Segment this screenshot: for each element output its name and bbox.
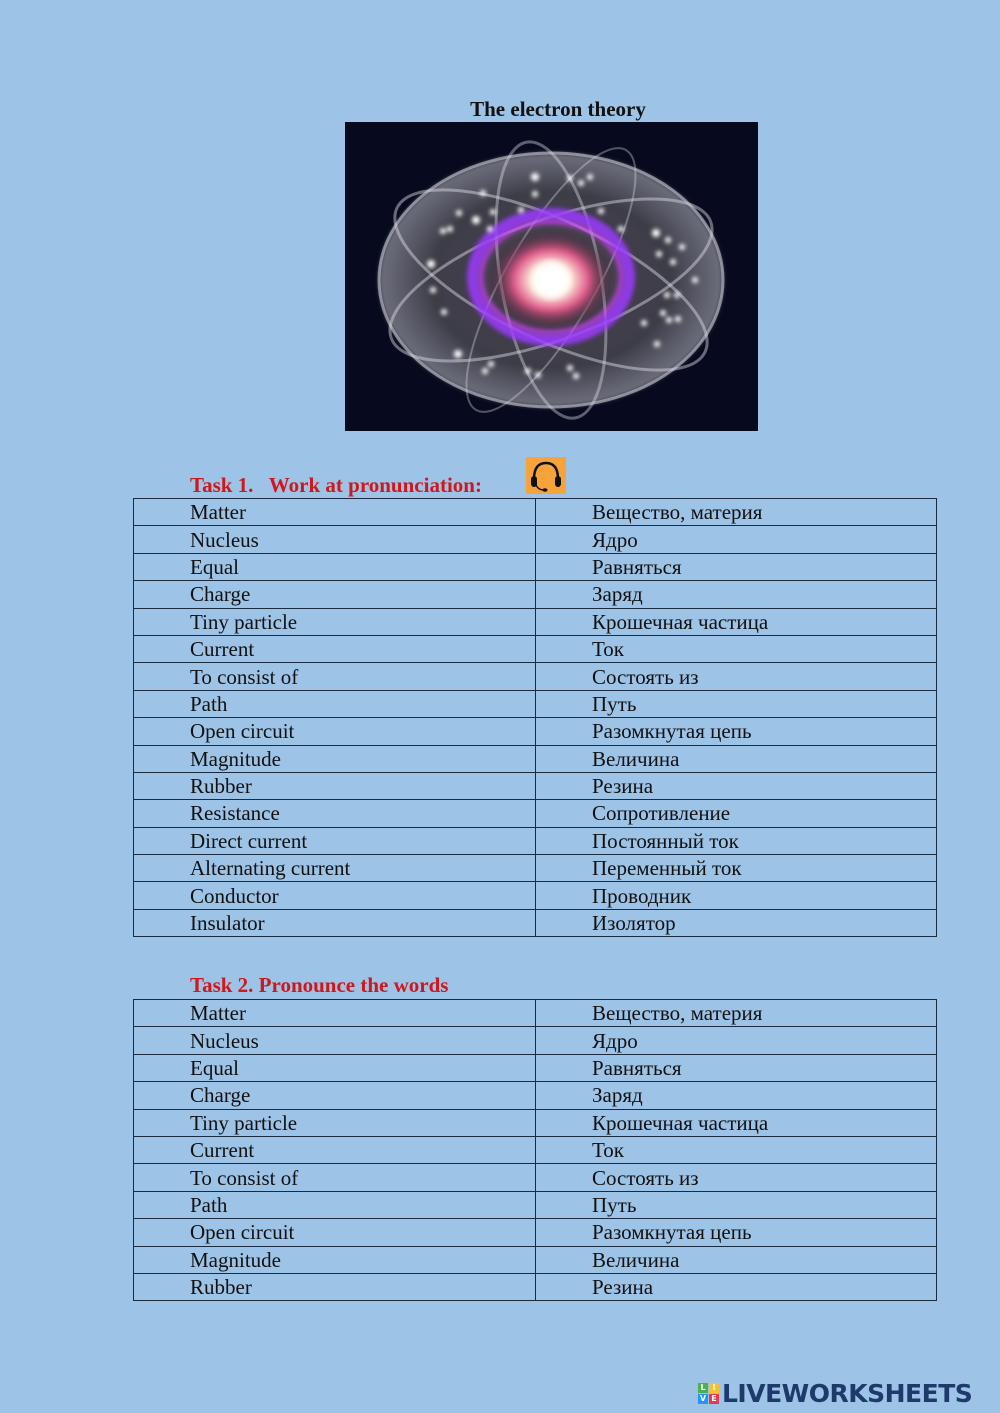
russian-translation: Ток <box>535 634 937 664</box>
english-term: Magnitude <box>133 744 536 773</box>
brand-name: LIVEWORKSHEETS <box>722 1378 973 1408</box>
english-term: Current <box>133 634 536 664</box>
russian-translation: Разомкнутая цепь <box>535 1218 937 1247</box>
russian-translation: Резина <box>535 1272 937 1302</box>
russian-translation: Вещество, материя <box>535 497 937 527</box>
english-term: Equal <box>133 1053 536 1083</box>
english-term: Tiny particle <box>133 1108 536 1137</box>
russian-translation: Величина <box>535 744 937 773</box>
english-term: Alternating current <box>133 854 536 883</box>
english-term: Resistance <box>133 799 536 828</box>
logo-letter-e: E <box>709 1393 719 1404</box>
liveworksheets-brand[interactable]: L I V E LIVEWORKSHEETS <box>698 1378 973 1408</box>
english-term: To consist of <box>133 662 536 691</box>
russian-translation: Путь <box>535 1190 937 1220</box>
page-title: The electron theory <box>470 97 646 121</box>
russian-translation: Вещество, материя <box>535 998 937 1028</box>
english-term: Path <box>133 1190 536 1220</box>
english-term: Open circuit <box>133 1218 536 1247</box>
english-term: Matter <box>133 497 536 527</box>
russian-translation: Постоянный ток <box>535 826 937 856</box>
atom-image <box>345 122 758 431</box>
english-term: Direct current <box>133 826 536 856</box>
russian-translation: Ядро <box>535 525 937 554</box>
english-term: Equal <box>133 552 536 582</box>
english-term: Magnitude <box>133 1245 536 1274</box>
headphones-icon[interactable] <box>526 457 566 494</box>
english-term: Rubber <box>133 1272 536 1302</box>
english-term: Nucleus <box>133 525 536 554</box>
russian-translation: Проводник <box>535 881 937 910</box>
english-term: Charge <box>133 1081 536 1110</box>
russian-translation: Равняться <box>535 552 937 582</box>
liveworksheets-logo-icon: L I V E <box>698 1382 719 1404</box>
logo-letter-v: V <box>698 1393 708 1404</box>
task1-heading: Task 1. Work at pronunciation: <box>190 473 482 497</box>
russian-translation: Ядро <box>535 1026 937 1055</box>
english-term: To consist of <box>133 1163 536 1192</box>
logo-letter-l: L <box>698 1382 708 1393</box>
russian-translation: Изолятор <box>535 908 937 938</box>
english-term: Tiny particle <box>133 607 536 636</box>
english-term: Rubber <box>133 771 536 801</box>
russian-translation: Состоять из <box>535 1163 937 1192</box>
english-term: Conductor <box>133 881 536 910</box>
russian-translation: Заряд <box>535 1081 937 1110</box>
russian-translation: Крошечная частица <box>535 1108 937 1137</box>
task2-heading: Task 2. Pronounce the words <box>190 973 449 997</box>
russian-translation: Заряд <box>535 580 937 609</box>
russian-translation: Резина <box>535 771 937 801</box>
russian-translation: Состоять из <box>535 662 937 691</box>
russian-translation: Ток <box>535 1135 937 1165</box>
russian-translation: Равняться <box>535 1053 937 1083</box>
russian-translation: Сопротивление <box>535 799 937 828</box>
russian-translation: Величина <box>535 1245 937 1274</box>
russian-translation: Переменный ток <box>535 854 937 883</box>
english-term: Open circuit <box>133 717 536 746</box>
russian-translation: Крошечная частица <box>535 607 937 636</box>
english-term: Nucleus <box>133 1026 536 1055</box>
english-term: Insulator <box>133 908 536 938</box>
english-term: Matter <box>133 998 536 1028</box>
english-term: Charge <box>133 580 536 609</box>
russian-translation: Разомкнутая цепь <box>535 717 937 746</box>
english-term: Path <box>133 689 536 719</box>
russian-translation: Путь <box>535 689 937 719</box>
logo-letter-i: I <box>709 1382 719 1393</box>
english-term: Current <box>133 1135 536 1165</box>
